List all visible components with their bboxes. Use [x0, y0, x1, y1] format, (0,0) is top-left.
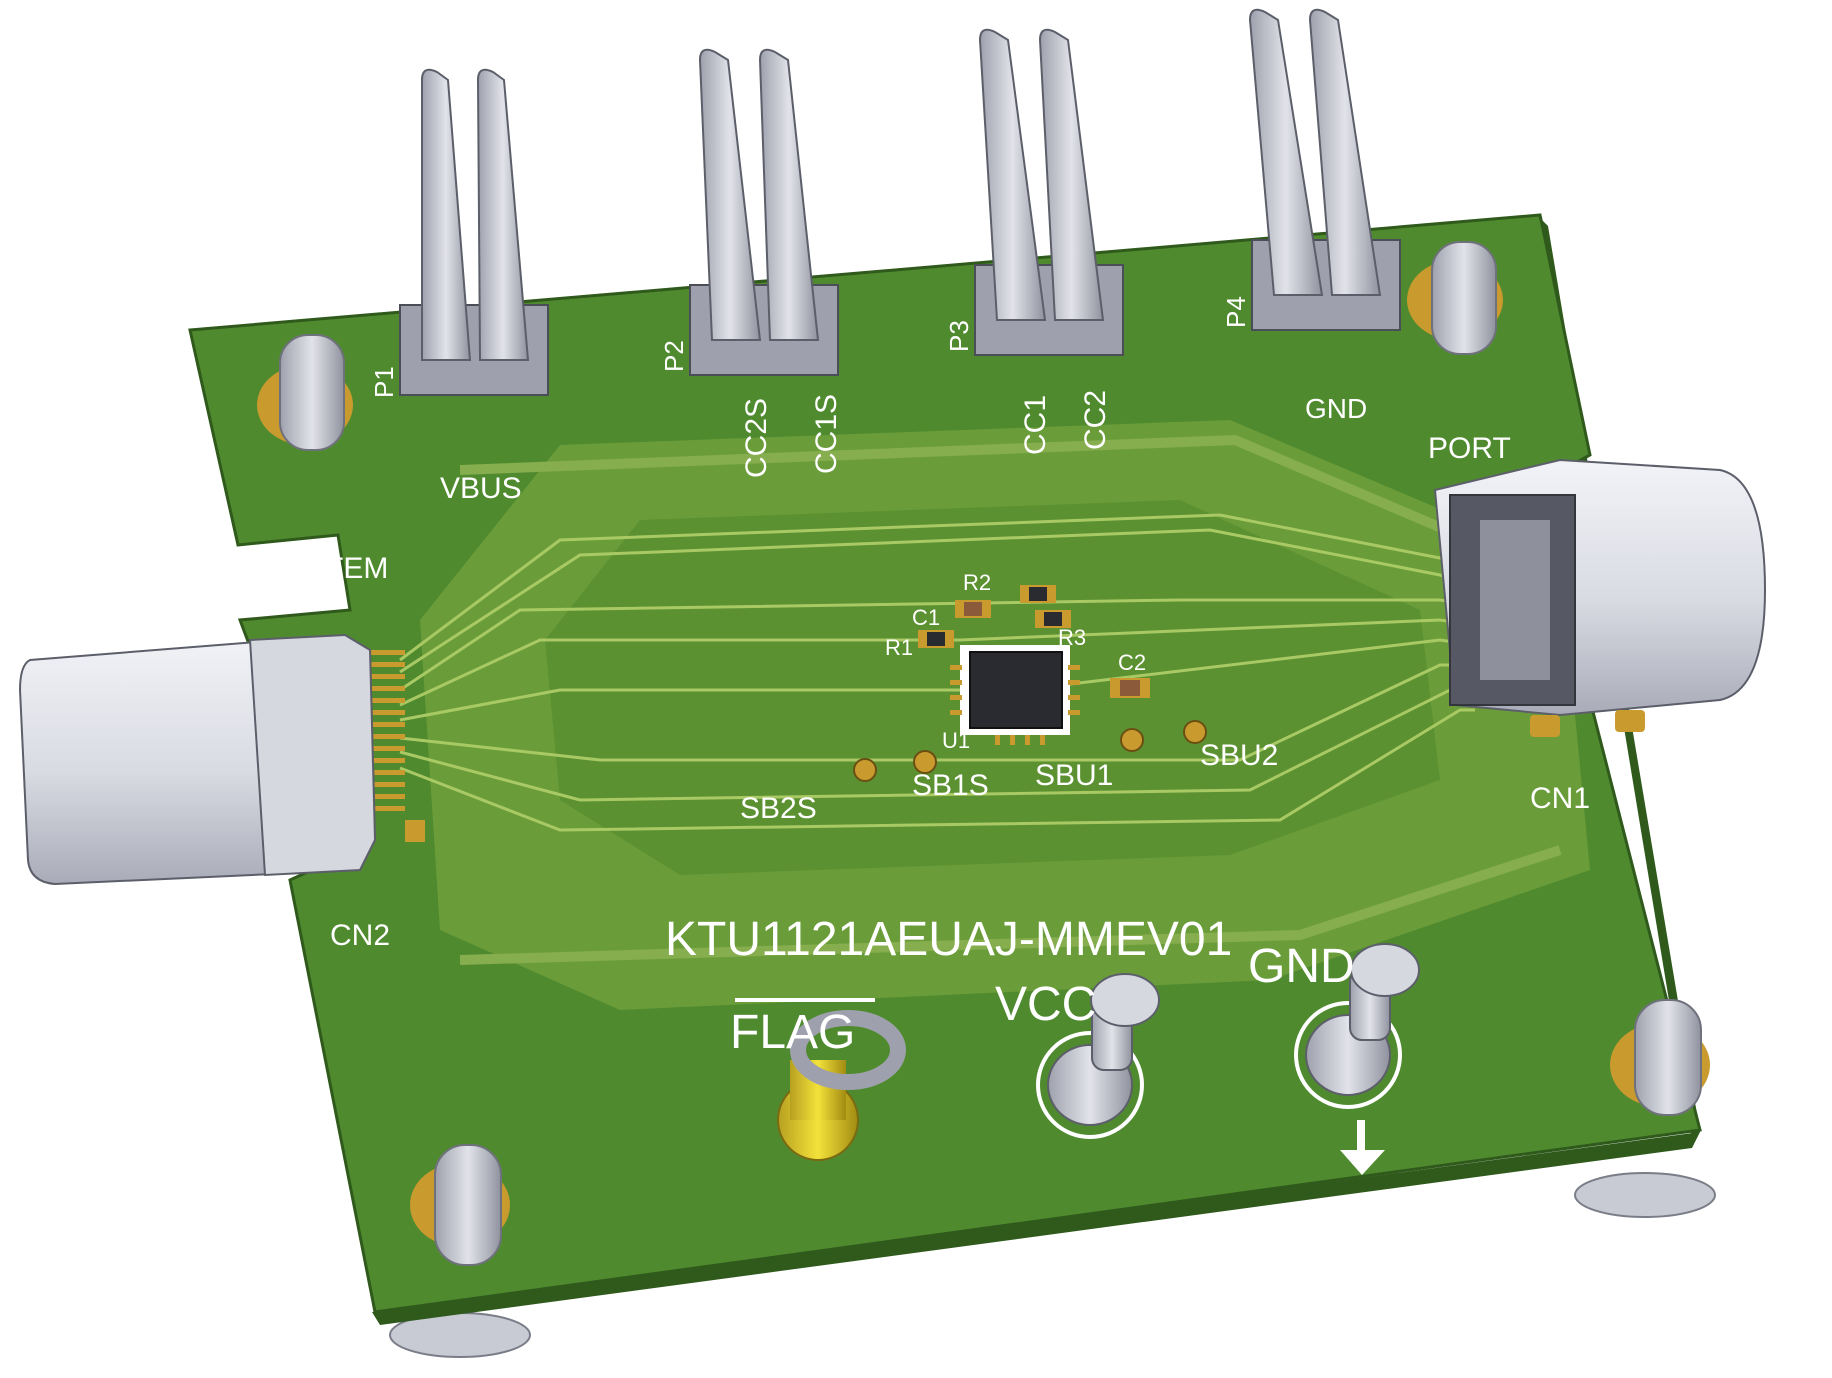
silk-vcc: VCC: [995, 978, 1096, 1031]
silk-cn1: CN1: [1530, 782, 1590, 815]
silk-c2: C2: [1118, 650, 1146, 675]
silk-sbu2: SBU2: [1200, 739, 1278, 772]
silk-u1: U1: [942, 728, 970, 753]
silk-p4-ref: P4: [1221, 296, 1251, 328]
terminal-flag[interactable]: [777, 1010, 906, 1161]
silk-sbu1: SBU1: [1035, 759, 1113, 792]
standoff-top-right: [1407, 241, 1503, 355]
test-pads: [853, 720, 1207, 782]
silk-cn2: CN2: [330, 919, 390, 952]
terminal-gnd[interactable]: [1294, 943, 1420, 1109]
flag-overline: [735, 998, 875, 1002]
silk-port: PORT: [1428, 432, 1511, 465]
header-p3[interactable]: [974, 28, 1124, 356]
passive-components: [918, 585, 1150, 698]
silk-c1: C1: [912, 605, 940, 630]
standoff-bottom-left: [410, 1144, 510, 1266]
standoff-top-left: [257, 334, 353, 451]
silk-cc1s: CC1S: [810, 394, 843, 474]
silk-flag: FLAG: [730, 1006, 855, 1059]
terminal-vcc[interactable]: [1036, 973, 1160, 1139]
silk-r2: R2: [963, 570, 991, 595]
silk-p3-ref: P3: [944, 320, 974, 352]
standoff-bottom-right: [1610, 999, 1710, 1116]
header-p2[interactable]: [689, 48, 839, 376]
ground-arrow-icon: [1340, 1120, 1385, 1175]
silk-vbus: VBUS: [440, 472, 522, 505]
ic-u1[interactable]: [950, 645, 1080, 745]
silk-system: SYSTEM: [265, 552, 388, 585]
silk-r3: R3: [1058, 625, 1086, 650]
board-title: KTU1121AEUAJ-MMEV01: [665, 913, 1232, 966]
silk-cc2s: CC2S: [740, 398, 773, 478]
silk-sb2s: SB2S: [740, 792, 817, 825]
silk-p2-ref: P2: [659, 340, 689, 372]
silk-cc1: CC1: [1019, 395, 1052, 455]
standoff-feet: [389, 1172, 1716, 1358]
silk-gnd-terminal: GND: [1248, 940, 1355, 993]
silk-r1: R1: [885, 635, 913, 660]
silk-cc2: CC2: [1079, 390, 1112, 450]
header-p1[interactable]: [399, 68, 549, 396]
usb-c-connector-cn2[interactable]: [18, 633, 425, 886]
silk-gnd-header: GND: [1305, 393, 1367, 424]
silk-p1-ref: P1: [369, 366, 399, 398]
silk-sb1s: SB1S: [912, 769, 989, 802]
usb-c-connector-cn1[interactable]: [1433, 458, 1767, 737]
header-p4[interactable]: [1248, 8, 1401, 331]
